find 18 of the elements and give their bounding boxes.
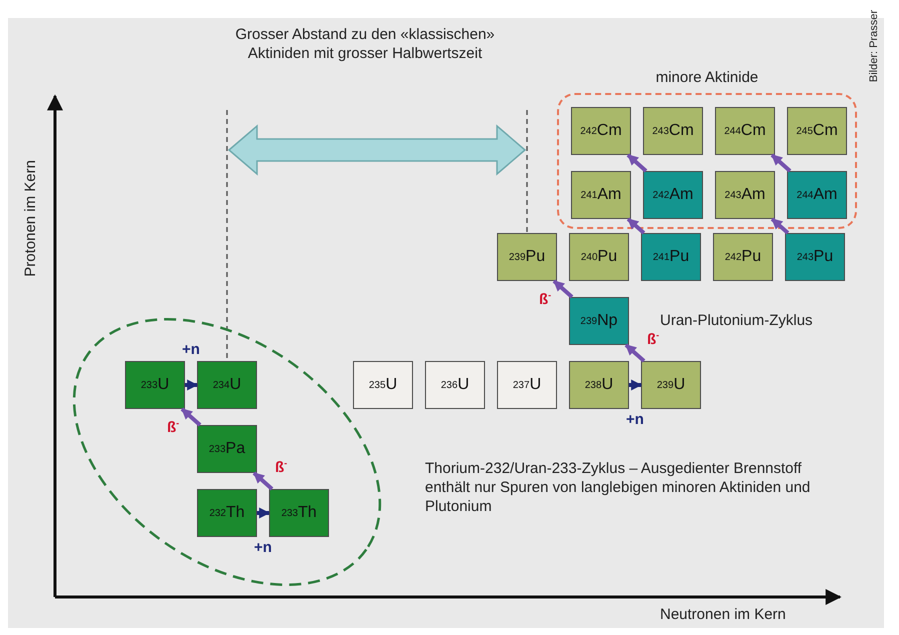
arrow	[180, 408, 202, 426]
arrow	[252, 472, 274, 490]
arrow	[629, 380, 642, 390]
annotation-text: Grosser Abstand zu den «klassischen» Aktiniden mit grosser Halbwertszeit	[234, 26, 496, 64]
arrow	[626, 218, 646, 234]
arrow	[552, 280, 574, 298]
arrow	[626, 154, 648, 172]
arrow	[185, 380, 198, 390]
group-heading: minore Aktinide	[654, 69, 760, 88]
arrow	[770, 154, 792, 172]
cycle-label: Uran-Plutonium-Zyklus	[660, 312, 814, 331]
cycle-description: Thorium-232/Uran-233-Zyklus – Ausgedienter Brennstoff enthält nur Spuren von langlebigen minoren Aktiniden und Plutonium	[425, 460, 812, 516]
arrow	[624, 344, 646, 362]
image-credit: Bilder: Prasser	[868, 10, 881, 82]
axis-label: Protonen im Kern	[22, 160, 40, 277]
axis-label: Neutronen im Kern	[660, 606, 787, 625]
arrow	[257, 508, 270, 518]
arrow	[770, 218, 790, 234]
